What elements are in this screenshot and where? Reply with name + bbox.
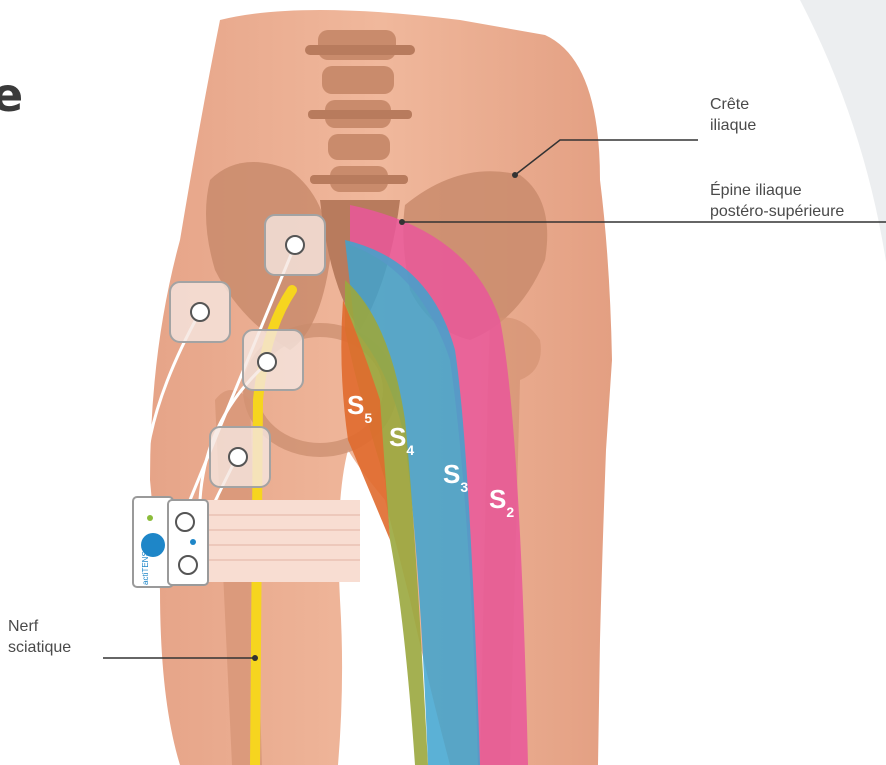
epine-label-line2: postéro-supérieure — [710, 201, 844, 222]
nerf-sciatique-label: Nerf sciatique — [8, 616, 71, 658]
thigh-strap — [200, 500, 360, 582]
nerf-leader-dot — [252, 655, 258, 661]
epine-leader-dot — [399, 219, 405, 225]
electrode-pad-4[interactable] — [210, 427, 270, 487]
nerf-label-line2: sciatique — [8, 637, 71, 658]
epine-label-line1: Épine iliaque — [710, 180, 844, 201]
heading-fragment: e — [0, 68, 23, 122]
device-brand-label: actiTENS — [141, 551, 150, 585]
electrode-pad-2[interactable] — [170, 282, 230, 342]
electrode-pad-1[interactable] — [265, 215, 325, 275]
crete-label-line2: iliaque — [710, 115, 756, 136]
crete-leader-dot — [512, 172, 518, 178]
nerf-label-line1: Nerf — [8, 616, 71, 637]
crete-iliaque-label: Crête iliaque — [710, 94, 756, 136]
crete-label-line1: Crête — [710, 94, 756, 115]
electrode-pad-3[interactable] — [243, 330, 303, 390]
epine-iliaque-label: Épine iliaque postéro-supérieure — [710, 180, 844, 222]
